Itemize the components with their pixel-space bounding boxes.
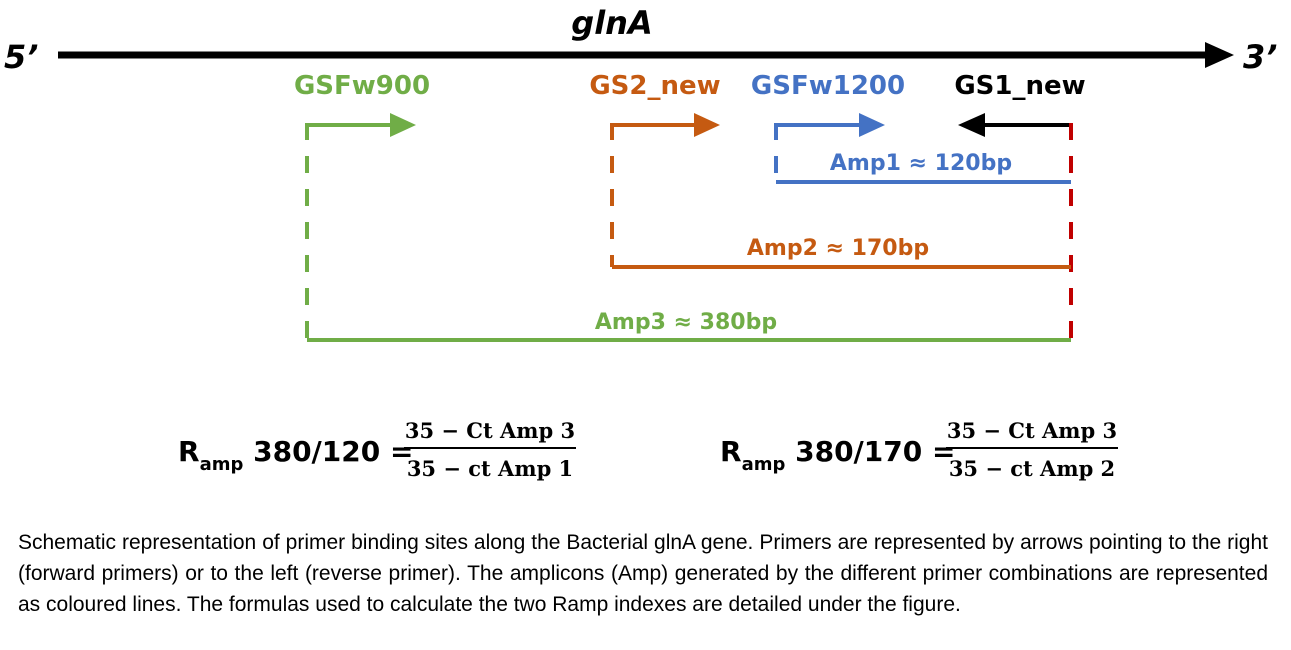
primer-arrow-gs1-new [958, 113, 1073, 340]
primer-arrow-gsfw900 [305, 113, 416, 340]
primer-label-gs2-new: GS2_new [589, 71, 720, 101]
amplicon-amp2: Amp2 ≈ 170bp [612, 236, 1071, 269]
primer-label-gsfw1200: GSFw1200 [751, 71, 905, 101]
primer-label-gsfw900: GSFw900 [294, 71, 430, 101]
formula-ramp-380-120: Ramp 380/120 = 35 − Ct Amp 3 35 − ct Amp… [178, 418, 576, 481]
amplicon-label-amp1: Amp1 ≈ 120bp [830, 151, 1012, 176]
primer-label-gs1-new: GS1_new [954, 71, 1085, 101]
amplicon-amp1: Amp1 ≈ 120bp [776, 151, 1071, 184]
amplicon-label-amp2: Amp2 ≈ 170bp [747, 236, 929, 261]
formula-lhs: Ramp 380/120 = [178, 435, 413, 475]
gene-arrowhead [1205, 42, 1234, 68]
formula-ramp-380-170: Ramp 380/170 = 35 − Ct Amp 3 35 − ct Amp… [720, 418, 1118, 481]
formula-numerator: 35 − Ct Amp 3 [947, 418, 1117, 443]
three-prime-label: 3’ [1243, 38, 1277, 76]
primer-arrow-gs2-new [610, 113, 720, 267]
formula-denominator: 35 − ct Amp 1 [407, 456, 573, 481]
formula-numerator: 35 − Ct Amp 3 [405, 418, 575, 443]
figure-caption: Schematic representation of primer bindi… [18, 531, 1268, 616]
formula-denominator: 35 − ct Amp 2 [949, 456, 1115, 481]
five-prime-label: 5’ [4, 38, 38, 76]
primer-arrow-gsfw1200 [774, 113, 885, 182]
amplicon-label-amp3: Amp3 ≈ 380bp [595, 310, 777, 335]
gene-title: glnA [571, 4, 652, 42]
formula-lhs: Ramp 380/170 = [720, 435, 955, 475]
amplicon-amp3: Amp3 ≈ 380bp [307, 310, 1071, 342]
